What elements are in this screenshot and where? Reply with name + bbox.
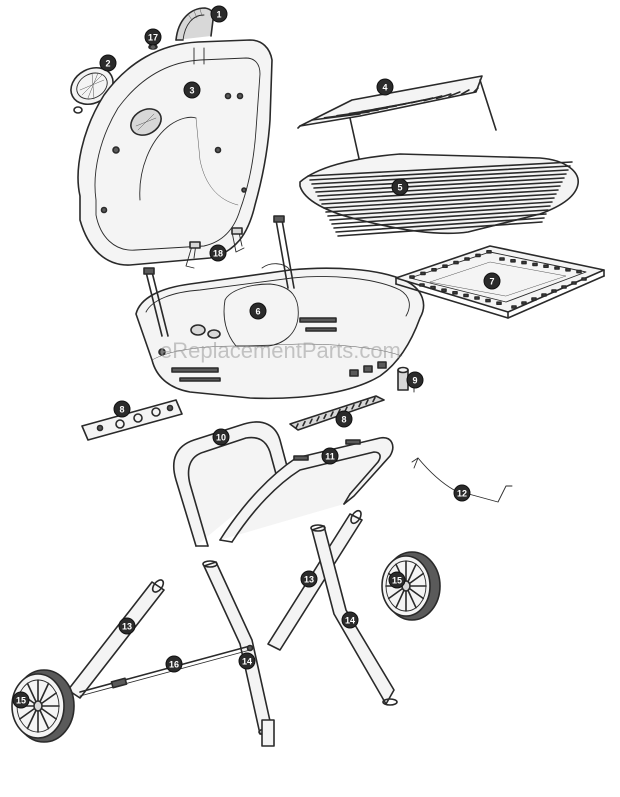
left-leg-tube [67, 579, 165, 699]
side-plate-left [81, 399, 183, 441]
cooking-grate [299, 153, 579, 237]
callout-c8b: 8 [335, 410, 353, 428]
callout-c13b: 13 [300, 570, 318, 588]
callout-c14a: 14 [238, 652, 256, 670]
callout-label: 16 [169, 660, 179, 670]
callout-label: 4 [382, 83, 387, 93]
callout-c2: 2 [99, 54, 117, 72]
lid-handle [175, 7, 215, 41]
grill-bowl [135, 215, 425, 400]
watermark-text: eReplacementParts.com [160, 338, 401, 363]
callout-c16: 16 [165, 655, 183, 673]
callout-label: 6 [255, 307, 260, 317]
callout-c6: 6 [249, 302, 267, 320]
callout-c3: 3 [183, 81, 201, 99]
callout-label: 5 [397, 183, 402, 193]
callout-label: 10 [216, 433, 226, 443]
grill-lid [77, 39, 273, 266]
callout-label: 7 [489, 277, 494, 287]
callout-label: 12 [457, 489, 467, 499]
callout-label: 11 [325, 452, 335, 462]
callout-c13a: 13 [118, 617, 136, 635]
callout-c5: 5 [391, 178, 409, 196]
callout-label: 8 [341, 415, 346, 425]
callout-label: 2 [105, 59, 110, 69]
callout-c4: 4 [376, 78, 394, 96]
callout-c1: 1 [210, 5, 228, 23]
callout-c11: 11 [321, 447, 339, 465]
callout-label: 14 [242, 657, 252, 667]
callout-label: 1 [216, 10, 221, 20]
lid-clips [185, 227, 245, 269]
callout-label: 15 [16, 696, 26, 706]
callout-c18: 18 [209, 244, 227, 262]
callout-c7: 7 [483, 272, 501, 290]
callout-c17: 17 [144, 28, 162, 46]
callout-label: 17 [148, 33, 158, 43]
callout-label: 14 [345, 616, 355, 626]
part-callouts: 1 17 2 3 4 5 18 6 7 9 8 8 10 11 12 13 15 14 13 16 14 15 [12, 5, 501, 709]
callout-c9: 9 [406, 371, 424, 389]
callout-c12: 12 [453, 484, 471, 502]
callout-c14b: 14 [341, 611, 359, 629]
wire-hook [411, 457, 513, 503]
callout-label: 15 [392, 576, 402, 586]
callout-c8a: 8 [113, 400, 131, 418]
callout-label: 13 [304, 575, 314, 585]
callout-label: 9 [412, 376, 417, 386]
right-wheel [381, 551, 441, 621]
side-plate-right [289, 395, 385, 431]
callout-label: 8 [119, 405, 124, 415]
center-leg [202, 560, 275, 747]
callout-c15a: 15 [388, 571, 406, 589]
callout-c10: 10 [212, 428, 230, 446]
axle-rod [79, 644, 254, 697]
callout-label: 13 [122, 622, 132, 632]
callout-label: 18 [213, 249, 223, 259]
callout-c15b: 15 [12, 691, 30, 709]
left-wheel [11, 669, 75, 743]
rear-frame [219, 436, 394, 543]
callout-label: 3 [189, 86, 194, 96]
right-leg [310, 524, 398, 706]
